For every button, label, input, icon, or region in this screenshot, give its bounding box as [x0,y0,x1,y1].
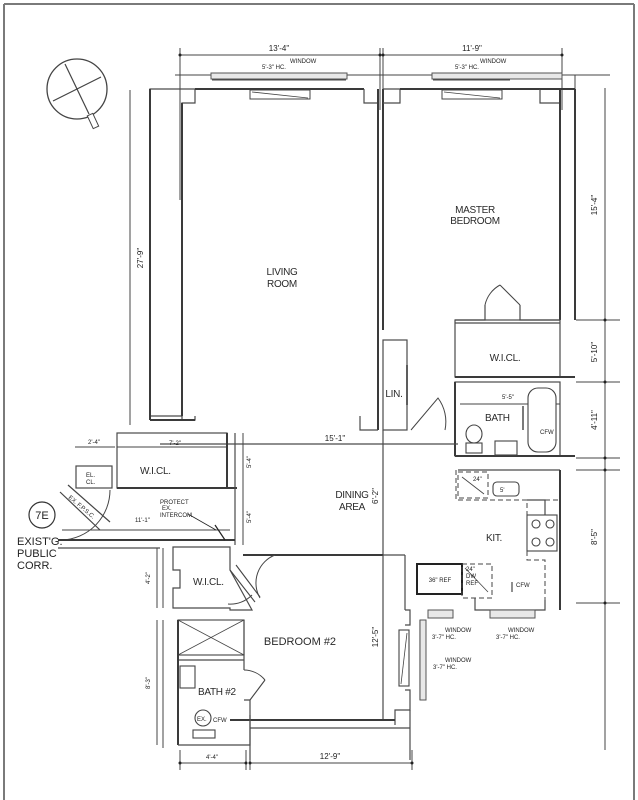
bath-2-depth-dim: 8'-3" [146,677,152,689]
master-bedroom-width-dim: 11'-9" [462,44,482,53]
toilet-icon-2 [194,709,212,727]
dw-label-1: 24" [466,567,475,573]
protect-note-1: PROTECT [160,500,189,506]
bath-2-width-dim: 4'-4" [206,755,218,761]
bath-2 [177,619,266,760]
linen-closet [382,339,447,431]
entry-wic-label: W.I.CL. [140,466,171,477]
unit-id-label: 7E [35,510,48,522]
protect-note-2: EX. [162,506,172,512]
kitchen-sink-small: 24" [473,477,482,483]
kitchen-window-size-a: 3'-7" HC. [496,635,520,641]
foyer-depth-dim: 5'-4" [247,511,253,523]
electric-closet [75,446,115,489]
living-room-label-1: LIVING [267,267,299,278]
bath-2-ex-label: EX. [197,717,207,723]
bedroom-2-label: BEDROOM #2 [264,636,336,648]
master-bedroom-window [431,72,563,100]
living-room-bottom-wall [150,416,378,431]
bedroom-2-depth-dim: 12'-5" [371,627,380,648]
unit-marker [28,501,56,529]
top-dimensions [175,48,610,200]
entry-wic [116,432,244,545]
entry-wic-width-dim: 7'-2" [169,441,181,447]
toilet-icon [465,424,483,444]
dw-label-2: DW [466,574,476,580]
right-dimensions [576,88,620,750]
bathtub-icon [527,387,557,453]
bedroom-2-wic-depth-dim: 4'-2" [146,572,152,584]
drawing-frame [3,3,635,800]
kitchen-cfw: CFW [516,583,530,589]
bath-1-label: BATH [485,413,510,424]
master-wic [454,284,575,378]
linen-closet-label: LIN. [385,389,402,400]
master-bedroom-depth-dim: 15'-4" [590,195,599,216]
bedroom-2-right-wall [394,555,427,725]
entry-wic-depth-dim: 5'-4" [247,456,253,468]
kitchen-sink-label: 5' [500,488,504,494]
bedroom-2-window-label: WINDOW [445,658,472,664]
foyer [58,513,235,549]
bath-1-tub-dim: 5'-5" [502,395,514,401]
entry-door [59,484,111,541]
bedroom-2-wic [172,546,276,611]
master-wic-label: W.I.CL. [490,353,521,364]
kitchen-window-size-b: 3'-7" HC. [432,635,456,641]
master-window-size: 5'-3" HC. [455,65,479,71]
bedroom-2-window-size: 3'-7" HC. [433,665,457,671]
corridor-label-3: CORR. [17,560,52,572]
dining-depth-dim: 6'-2" [371,488,380,504]
master-wic-depth-dim: 5'-10" [590,342,599,363]
kitchen-window-label-a: WINDOW [508,628,535,634]
bath-2-label: BATH #2 [198,687,236,698]
bottom-dimensions [178,750,414,770]
fire-door-label: EX. F.P.S.C. [67,495,96,521]
living-window-size: 5'-3" HC. [262,65,286,71]
protect-note-3: INTERCOM [160,513,192,519]
dw-label-3: REF [466,581,478,587]
corridor-label-1: EXIST'G. [17,536,63,548]
master-window-label: WINDOW [480,59,507,65]
refrigerator-label: 36" REF [429,578,452,584]
sink-icon [494,440,518,456]
master-bedroom-label-2: BEDROOM [450,216,500,227]
corridor-label-2: PUBLIC [17,548,57,560]
kitchen-label: KIT. [486,533,502,544]
bedroom-2-wic-label: W.I.CL. [193,577,224,588]
bath-2-cfw: CFW [213,718,227,724]
kitchen-sink-icon [492,481,520,497]
foyer-width-dim: 11'-1" [135,518,150,524]
kitchen [455,469,561,610]
dining-area-label-1: DINING [335,490,369,501]
kitchen-depth-dim: 8'-5" [590,529,599,545]
kitchen-bottom [383,554,546,619]
bedroom-2 [230,554,411,760]
electric-closet-label-1: EL. [86,473,95,479]
living-room-window [210,72,348,100]
living-room-width-dim: 13'-4" [269,44,290,53]
kitchen-window-label-b: WINDOW [445,628,472,634]
bedroom-2-width-dim: 12'-9" [320,752,341,761]
dining-width-dim: 15'-1" [325,434,346,443]
entry-small-width-dim: 2'-4" [88,440,100,446]
living-room-depth-dim: 27'-9" [136,248,145,269]
north-arrow-icon [46,58,108,130]
living-room-label-2: ROOM [267,279,297,290]
bath-1-depth-dim: 4'-11" [590,410,599,430]
refrigerator [416,563,493,599]
electric-closet-label-2: CL. [86,480,96,486]
master-bedroom-label-1: MASTER [455,205,495,216]
bath-1 [454,381,575,457]
living-window-label: WINDOW [290,59,317,65]
exterior-walls [149,88,576,430]
dining-dividers [160,430,458,555]
bath-1-cfw: CFW [540,430,554,436]
dining-area-label-2: AREA [339,502,366,513]
